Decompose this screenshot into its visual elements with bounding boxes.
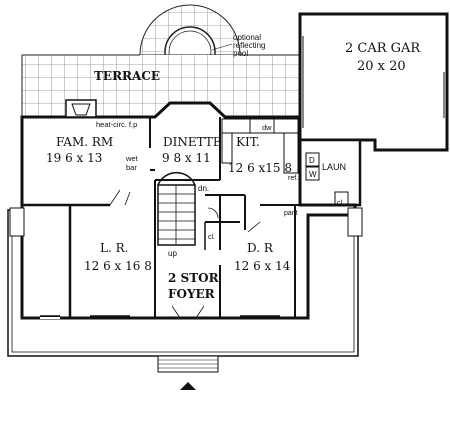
stair-down-label: dn. bbox=[198, 184, 209, 193]
dining-room-size: 12 6 x 14 bbox=[234, 259, 291, 273]
family-room-size: 19 6 x 13 bbox=[46, 151, 102, 165]
wet-bar-label-1: wet bbox=[125, 154, 139, 163]
staircase bbox=[157, 171, 196, 246]
living-room-size: 12 6 x 16 8 bbox=[84, 259, 152, 273]
foyer-name-1: 2 STOR bbox=[168, 271, 220, 285]
dinette-size: 9 8 x 11 bbox=[162, 151, 211, 165]
dinette-name: DINETTE bbox=[163, 135, 222, 149]
foyer-closet-label: cl. bbox=[208, 234, 215, 241]
pool-label-1: optional bbox=[233, 33, 261, 42]
dining-room-name: D. R bbox=[247, 241, 274, 255]
laundry-closet-label: cl. bbox=[337, 200, 344, 207]
stair-up-label: up bbox=[168, 249, 177, 258]
refrigerator-label: ref. bbox=[288, 175, 298, 182]
dishwasher-label: dw bbox=[262, 123, 272, 132]
fireplace bbox=[65, 99, 97, 118]
laundry-label: LAUN bbox=[322, 162, 346, 172]
interior-walls bbox=[22, 117, 300, 318]
kitchen-name: KIT. bbox=[236, 135, 260, 149]
family-room-name: FAM. RM bbox=[56, 135, 113, 149]
fireplace-label: heat-circ. f.p bbox=[96, 120, 137, 129]
washer-label: W bbox=[309, 170, 317, 179]
garage-size: 20 x 20 bbox=[357, 59, 406, 74]
dryer-label: D bbox=[309, 156, 315, 165]
porch bbox=[7, 207, 363, 390]
wet-bar-label-2: bar bbox=[126, 163, 137, 172]
pool-label-2: reflecting bbox=[233, 41, 265, 50]
foyer-name-2: FOYER bbox=[168, 287, 216, 301]
garage bbox=[298, 12, 449, 152]
kitchen-counters bbox=[221, 118, 299, 174]
pool-label-3: pool bbox=[233, 49, 248, 58]
kitchen-size: 12 6 x15 8 bbox=[228, 161, 292, 175]
living-room-name: L. R. bbox=[100, 241, 128, 255]
windows bbox=[40, 315, 280, 319]
pantry-label: pant bbox=[284, 210, 298, 217]
doors bbox=[109, 189, 261, 319]
garage-name: 2 CAR GAR bbox=[345, 41, 421, 56]
terrace-label: TERRACE bbox=[94, 69, 160, 83]
